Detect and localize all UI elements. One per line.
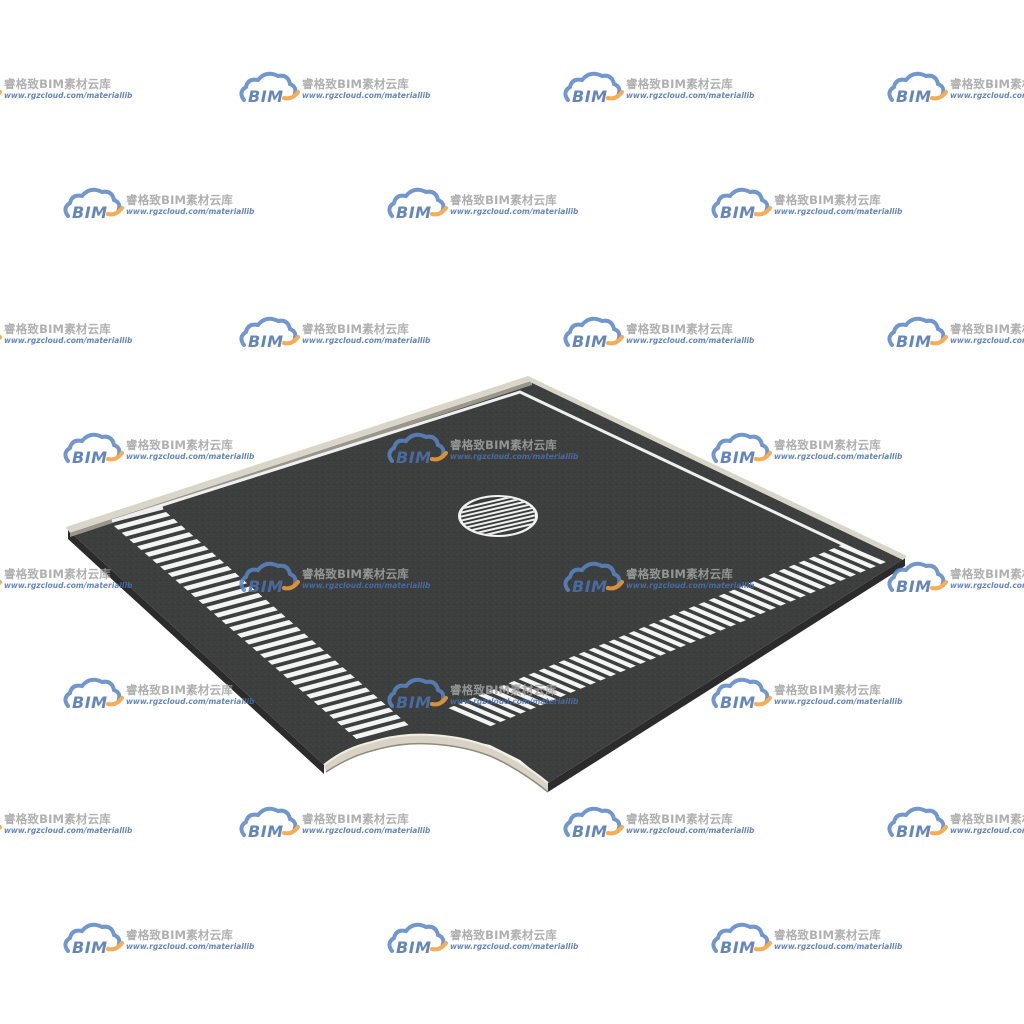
crosswalk-left (114, 512, 409, 739)
crosswalk-stripe (206, 593, 263, 611)
crosswalk-stripe (137, 532, 194, 550)
crosswalk-stripe (244, 626, 301, 645)
edge-lines (111, 390, 881, 564)
crosswalk-stripe (144, 539, 201, 557)
crosswalk-stripe (221, 606, 278, 625)
manhole-cover (458, 495, 538, 537)
crosswalk-stripe (352, 721, 409, 739)
crosswalk-stripe (558, 660, 606, 681)
crosswalk-stripe (183, 572, 240, 591)
crosswalk-stripe (313, 687, 371, 706)
crosswalk-stripe (638, 627, 686, 648)
crosswalk-stripe (290, 667, 348, 685)
crosswalk-stripe (578, 651, 626, 673)
crosswalk-stripe (548, 664, 596, 685)
crosswalk-stripe (237, 620, 294, 638)
crosswalk-stripe (758, 577, 806, 598)
crosswalk-stripe (283, 660, 340, 679)
crosswalk-stripe (468, 697, 516, 718)
crosswalk-stripe (329, 701, 386, 719)
crosswalk-stripe (488, 689, 536, 710)
grate-bar (461, 521, 535, 535)
crosswalk-stripe (618, 635, 666, 656)
crosswalk-stripe (818, 552, 866, 573)
crosswalk-stripe (658, 618, 706, 639)
crosswalk-stripe (628, 631, 676, 652)
crosswalk-stripe (798, 560, 846, 581)
crosswalk-stripe (213, 599, 271, 618)
crosswalk-stripe (167, 559, 225, 577)
grate-bar (461, 509, 535, 531)
crosswalk-stripe (321, 694, 378, 712)
crosswalk-stripe (448, 705, 496, 727)
crosswalk-stripe (267, 647, 324, 665)
crosswalk-stripe (568, 656, 616, 677)
crosswalk-stripe (160, 552, 217, 571)
crosswalk-stripe (598, 643, 646, 664)
crosswalk-stripe (708, 597, 756, 619)
crosswalk-stripe (478, 693, 526, 714)
crosswalk-stripe (336, 707, 394, 726)
crosswalk-right (448, 544, 886, 727)
crosswalk-stripe (828, 548, 876, 569)
crosswalk-stripe (528, 672, 576, 693)
crosswalk-stripe (344, 714, 401, 733)
crosswalk-stripe (229, 613, 286, 631)
crosswalk-stripe (678, 610, 726, 631)
crosswalk-stripe (260, 640, 317, 658)
crosswalk-stripe (738, 585, 786, 606)
crosswalk-stripe (688, 606, 736, 627)
crosswalk-stripe (498, 685, 546, 706)
crosswalk-stripe (788, 564, 836, 586)
crosswalk-stripe (608, 639, 656, 660)
crosswalk-stripe (778, 568, 826, 590)
crosswalk-stripe (275, 653, 332, 672)
crosswalk-stripe (748, 581, 796, 602)
asphalt-surface (68, 378, 905, 783)
grate-bar (461, 501, 535, 523)
crosswalk-stripe (508, 680, 556, 702)
grate-bar (461, 497, 535, 511)
crosswalk-stripe (129, 525, 186, 544)
crosswalk-stripe (306, 680, 363, 699)
crosswalk-stripe (252, 633, 309, 652)
slab-edge (68, 530, 905, 792)
crosswalk-stripe (190, 579, 248, 598)
crosswalk-stripe (718, 593, 766, 615)
crosswalk-stripe (588, 647, 636, 669)
curb-back-right (528, 376, 907, 560)
crosswalk-stripe (768, 573, 816, 594)
grate-bar (461, 505, 535, 527)
crosswalk-stripe (121, 518, 178, 537)
crosswalk-stripe (458, 701, 506, 722)
crosswalk-stripe (668, 614, 716, 635)
crosswalk-stripe (518, 676, 566, 698)
crosswalk-stripe (538, 668, 586, 689)
curb-front-corner (323, 733, 549, 793)
crosswalk-stripe (298, 674, 355, 692)
crosswalk-stripe (114, 512, 171, 530)
crosswalk-stripe (152, 545, 209, 564)
crosswalk-stripe (698, 602, 746, 623)
crosswalk-stripe (808, 556, 856, 577)
crosswalk-stripe (728, 589, 776, 610)
crosswalk-stripe (175, 566, 232, 584)
crosswalk-stripe (648, 622, 696, 644)
crosswalk-stripe (838, 544, 886, 565)
